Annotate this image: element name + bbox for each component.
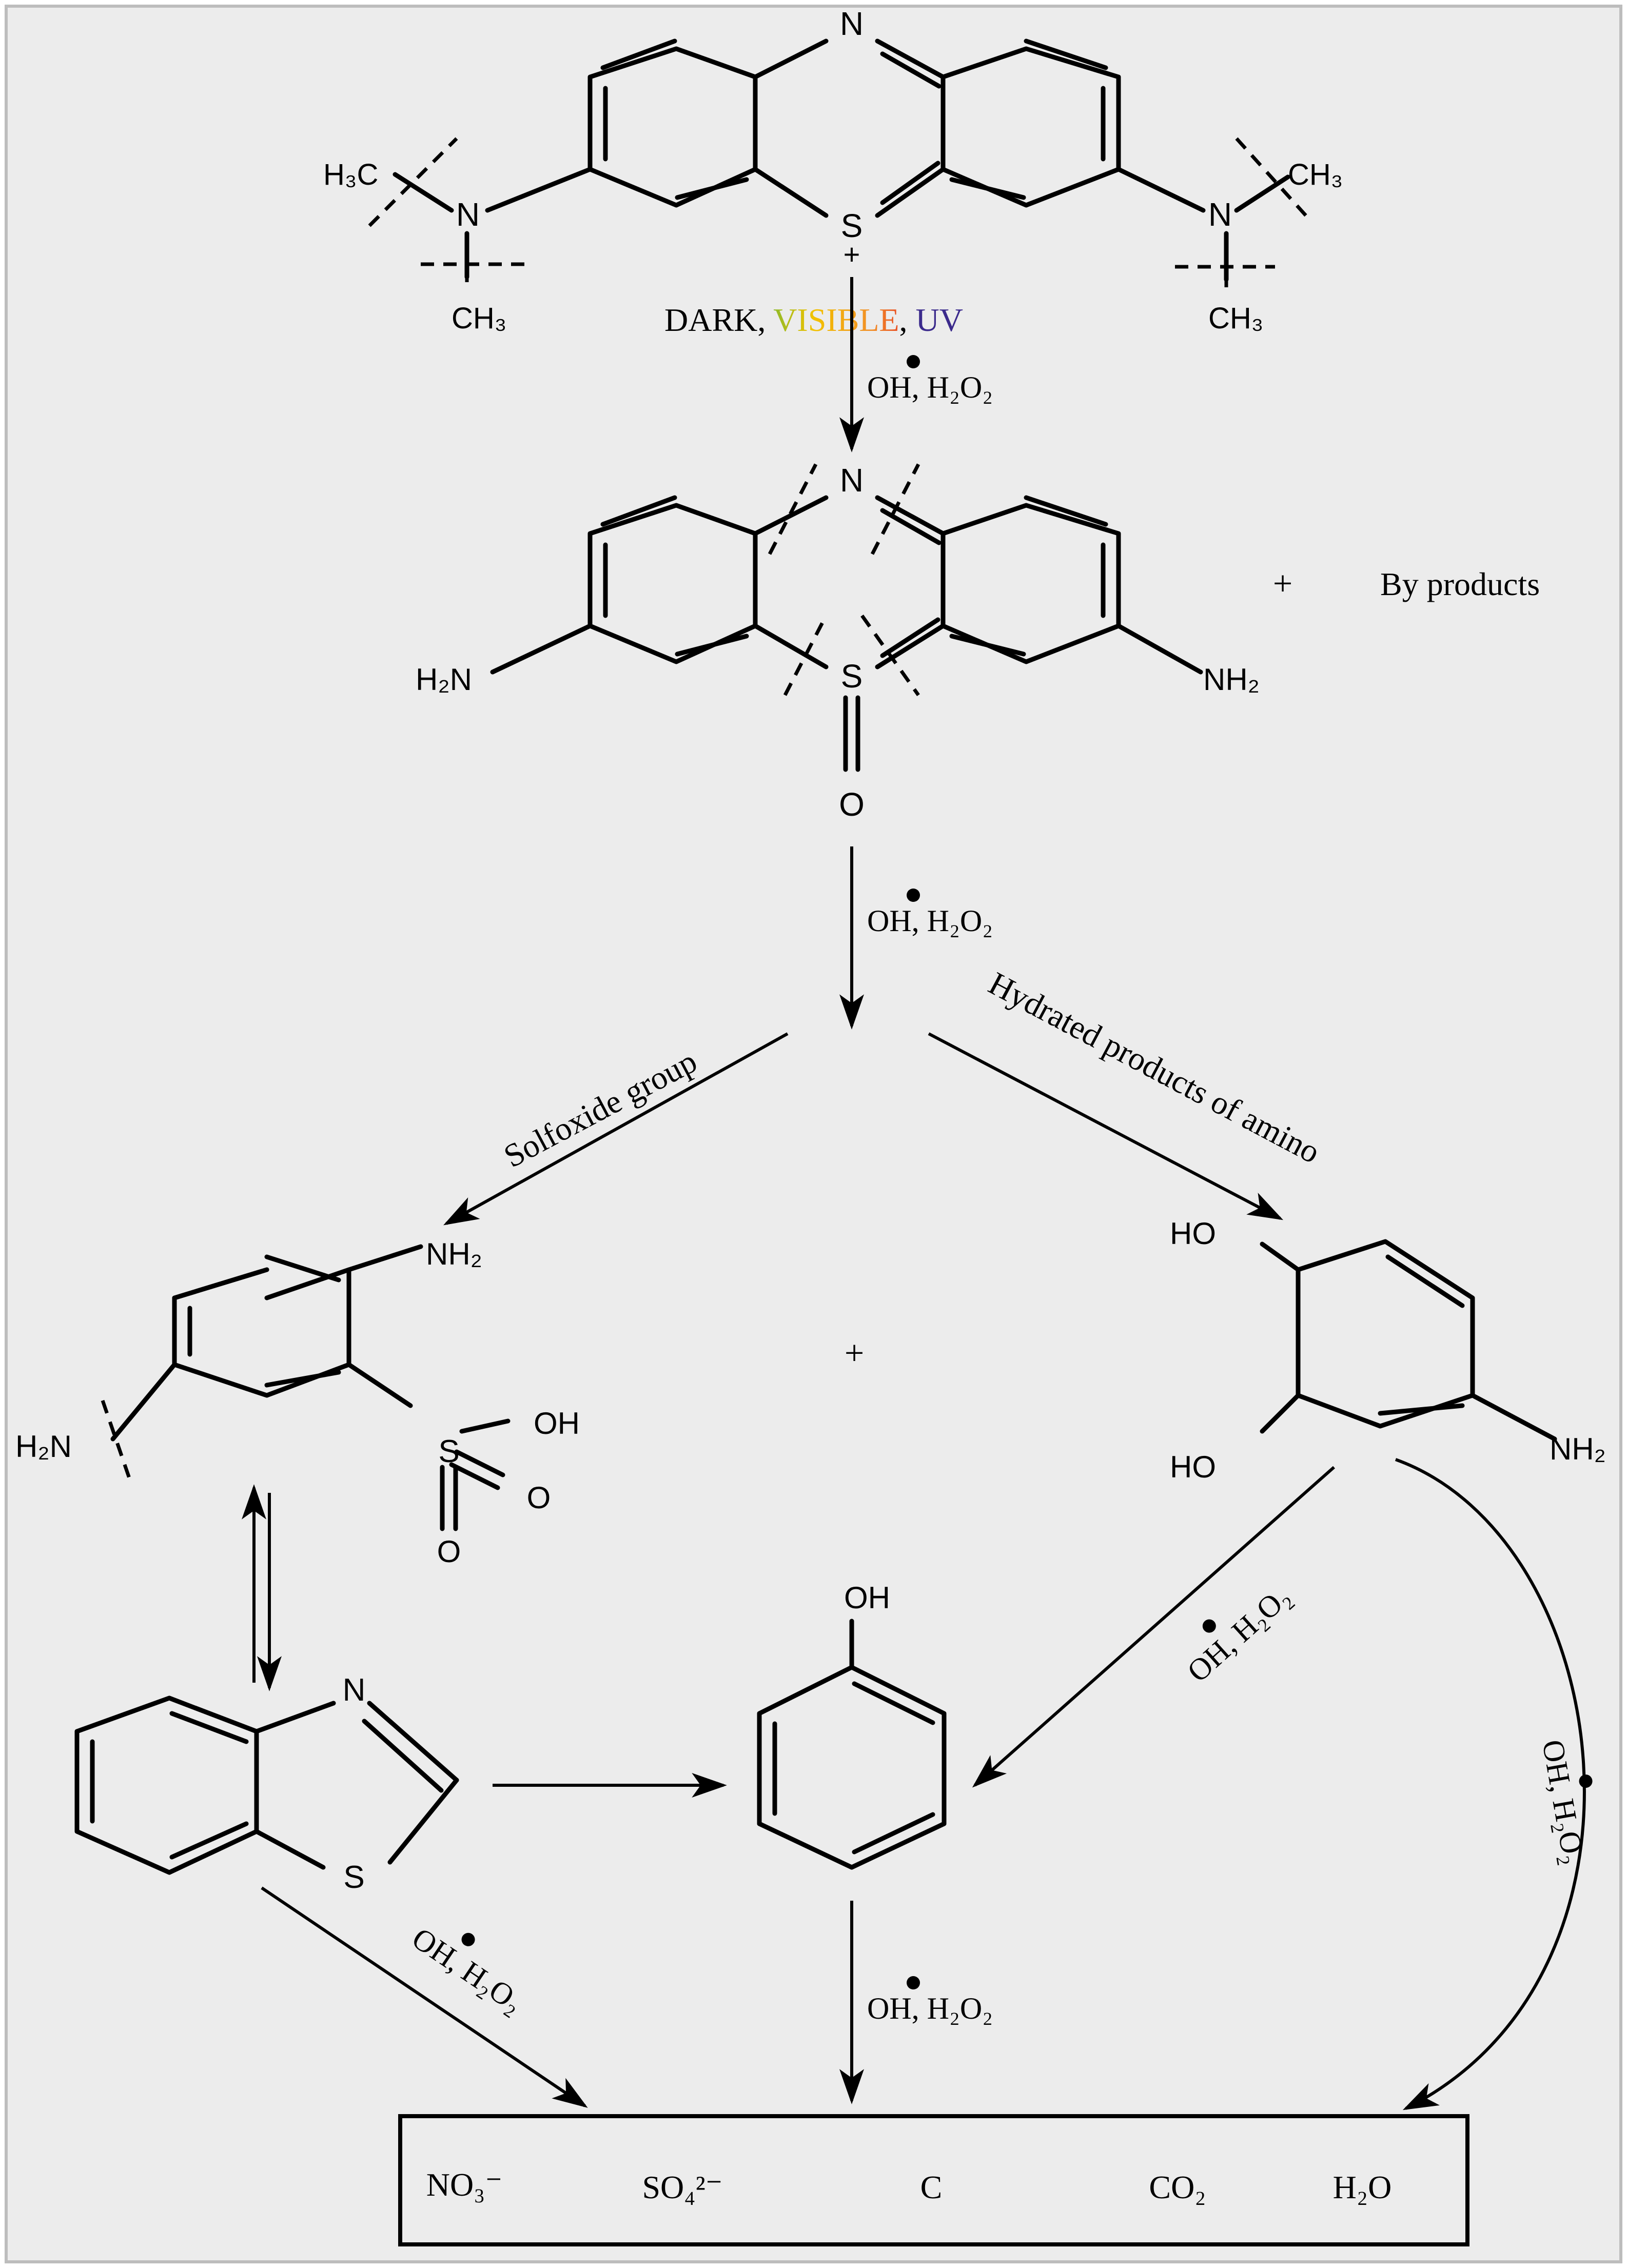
methylene-blue-structure: N S + N N H₃C CH₃ CH₃ CH₃ bbox=[323, 5, 1343, 335]
radical-dot-icon bbox=[907, 355, 920, 368]
ring-sulfur-label: S bbox=[841, 207, 863, 244]
ring-sulfur-label: S bbox=[841, 658, 863, 695]
radical-dot-icon bbox=[1202, 1619, 1216, 1633]
svg-text:OH, H₂O₂: OH, H₂O₂ bbox=[867, 904, 993, 938]
right-methyl-bottom-label: CH₃ bbox=[1208, 302, 1263, 335]
right-amine-nitrogen-label: N bbox=[1208, 196, 1232, 233]
oxygen-bottom-label: O bbox=[437, 1534, 461, 1569]
nitrogen-label: N bbox=[343, 1672, 366, 1708]
ring-nitrogen-label: N bbox=[840, 5, 864, 42]
svg-text:OH, H₂O₂: OH, H₂O₂ bbox=[867, 1991, 993, 2025]
benzothiazole-structure: N S bbox=[74, 1672, 459, 1895]
radical-dot-icon bbox=[907, 1976, 920, 1989]
conditions-label: DARK, VISIBLE, UV bbox=[664, 302, 963, 338]
plus-sign: + bbox=[1273, 564, 1292, 603]
byproducts-label: By products bbox=[1380, 566, 1540, 602]
left-amine-nitrogen-label: N bbox=[456, 196, 480, 233]
benzothiazole-to-final-arrow bbox=[261, 1886, 588, 2108]
ring-nitrogen-label: N bbox=[840, 462, 864, 499]
hydroxyl-label: OH bbox=[844, 1581, 890, 1615]
conditions-separator: , bbox=[899, 302, 916, 338]
sulfoxide-intermediate-structure: N S O H₂N NH₂ bbox=[416, 462, 1260, 823]
branch-arrow-left bbox=[443, 1032, 789, 1226]
reagent-label-phenol-final: OH, H₂O₂ bbox=[867, 1976, 993, 2025]
aminocyclohexadienediol-structure: HO HO NH₂ bbox=[1170, 1216, 1606, 1484]
svg-text:OH, H₂O₂: OH, H₂O₂ bbox=[867, 370, 993, 404]
radical-dot-icon bbox=[1579, 1774, 1593, 1788]
oxygen-right-label: O bbox=[527, 1481, 551, 1515]
sulfur-label: S bbox=[343, 1860, 364, 1895]
radical-dot-icon bbox=[461, 1932, 475, 1946]
right-amino-label: NH₂ bbox=[1203, 662, 1260, 697]
diol-to-final-curved-arrow bbox=[1395, 1458, 1586, 2111]
right-methyl-top-label: CH₃ bbox=[1288, 158, 1343, 191]
cation-charge-label: + bbox=[844, 238, 860, 270]
hydroxyl-label: OH bbox=[534, 1406, 580, 1441]
dark-label: DARK, bbox=[664, 302, 773, 338]
amino-label: NH₂ bbox=[1550, 1432, 1606, 1466]
carbon-label: C bbox=[920, 2169, 943, 2205]
middle-plus-sign: + bbox=[845, 1333, 864, 1372]
phenol-structure: OH bbox=[757, 1581, 947, 1870]
left-methyl-top-label: H₃C bbox=[323, 158, 378, 191]
amino-top-label: NH₂ bbox=[426, 1237, 482, 1271]
sulfate-label: SO₄²⁻ bbox=[642, 2169, 722, 2205]
hydroxyl-bottom-label: HO bbox=[1170, 1450, 1216, 1484]
carbon-dioxide-label: CO₂ bbox=[1149, 2169, 1206, 2205]
branch-arrow-right bbox=[928, 1032, 1284, 1220]
nitrate-label: NO₃⁻ bbox=[426, 2166, 503, 2203]
background-panel bbox=[5, 5, 1622, 2263]
reagent-label-1: OH, H₂O₂ bbox=[867, 355, 993, 404]
reagent-label-2: OH, H₂O₂ bbox=[867, 889, 993, 938]
final-products-box bbox=[398, 2114, 1469, 2246]
sulfur-label: S bbox=[438, 1434, 459, 1469]
radical-dot-icon bbox=[907, 889, 920, 902]
oxygen-label: O bbox=[839, 786, 865, 823]
left-methyl-bottom-label: CH₃ bbox=[452, 302, 506, 335]
hydroxyl-top-label: HO bbox=[1170, 1216, 1216, 1251]
water-label: H₂O bbox=[1333, 2169, 1392, 2205]
left-amino-label: H₂N bbox=[416, 662, 472, 697]
visible-label: VISIBLE bbox=[773, 302, 899, 338]
aminobenzenesulfonic-acid-structure: NH₂ H₂N S OH O O bbox=[15, 1237, 580, 1569]
uv-label: UV bbox=[916, 302, 963, 338]
amino-left-label: H₂N bbox=[15, 1429, 72, 1464]
diol-to-phenol-arrow bbox=[972, 1466, 1335, 1788]
